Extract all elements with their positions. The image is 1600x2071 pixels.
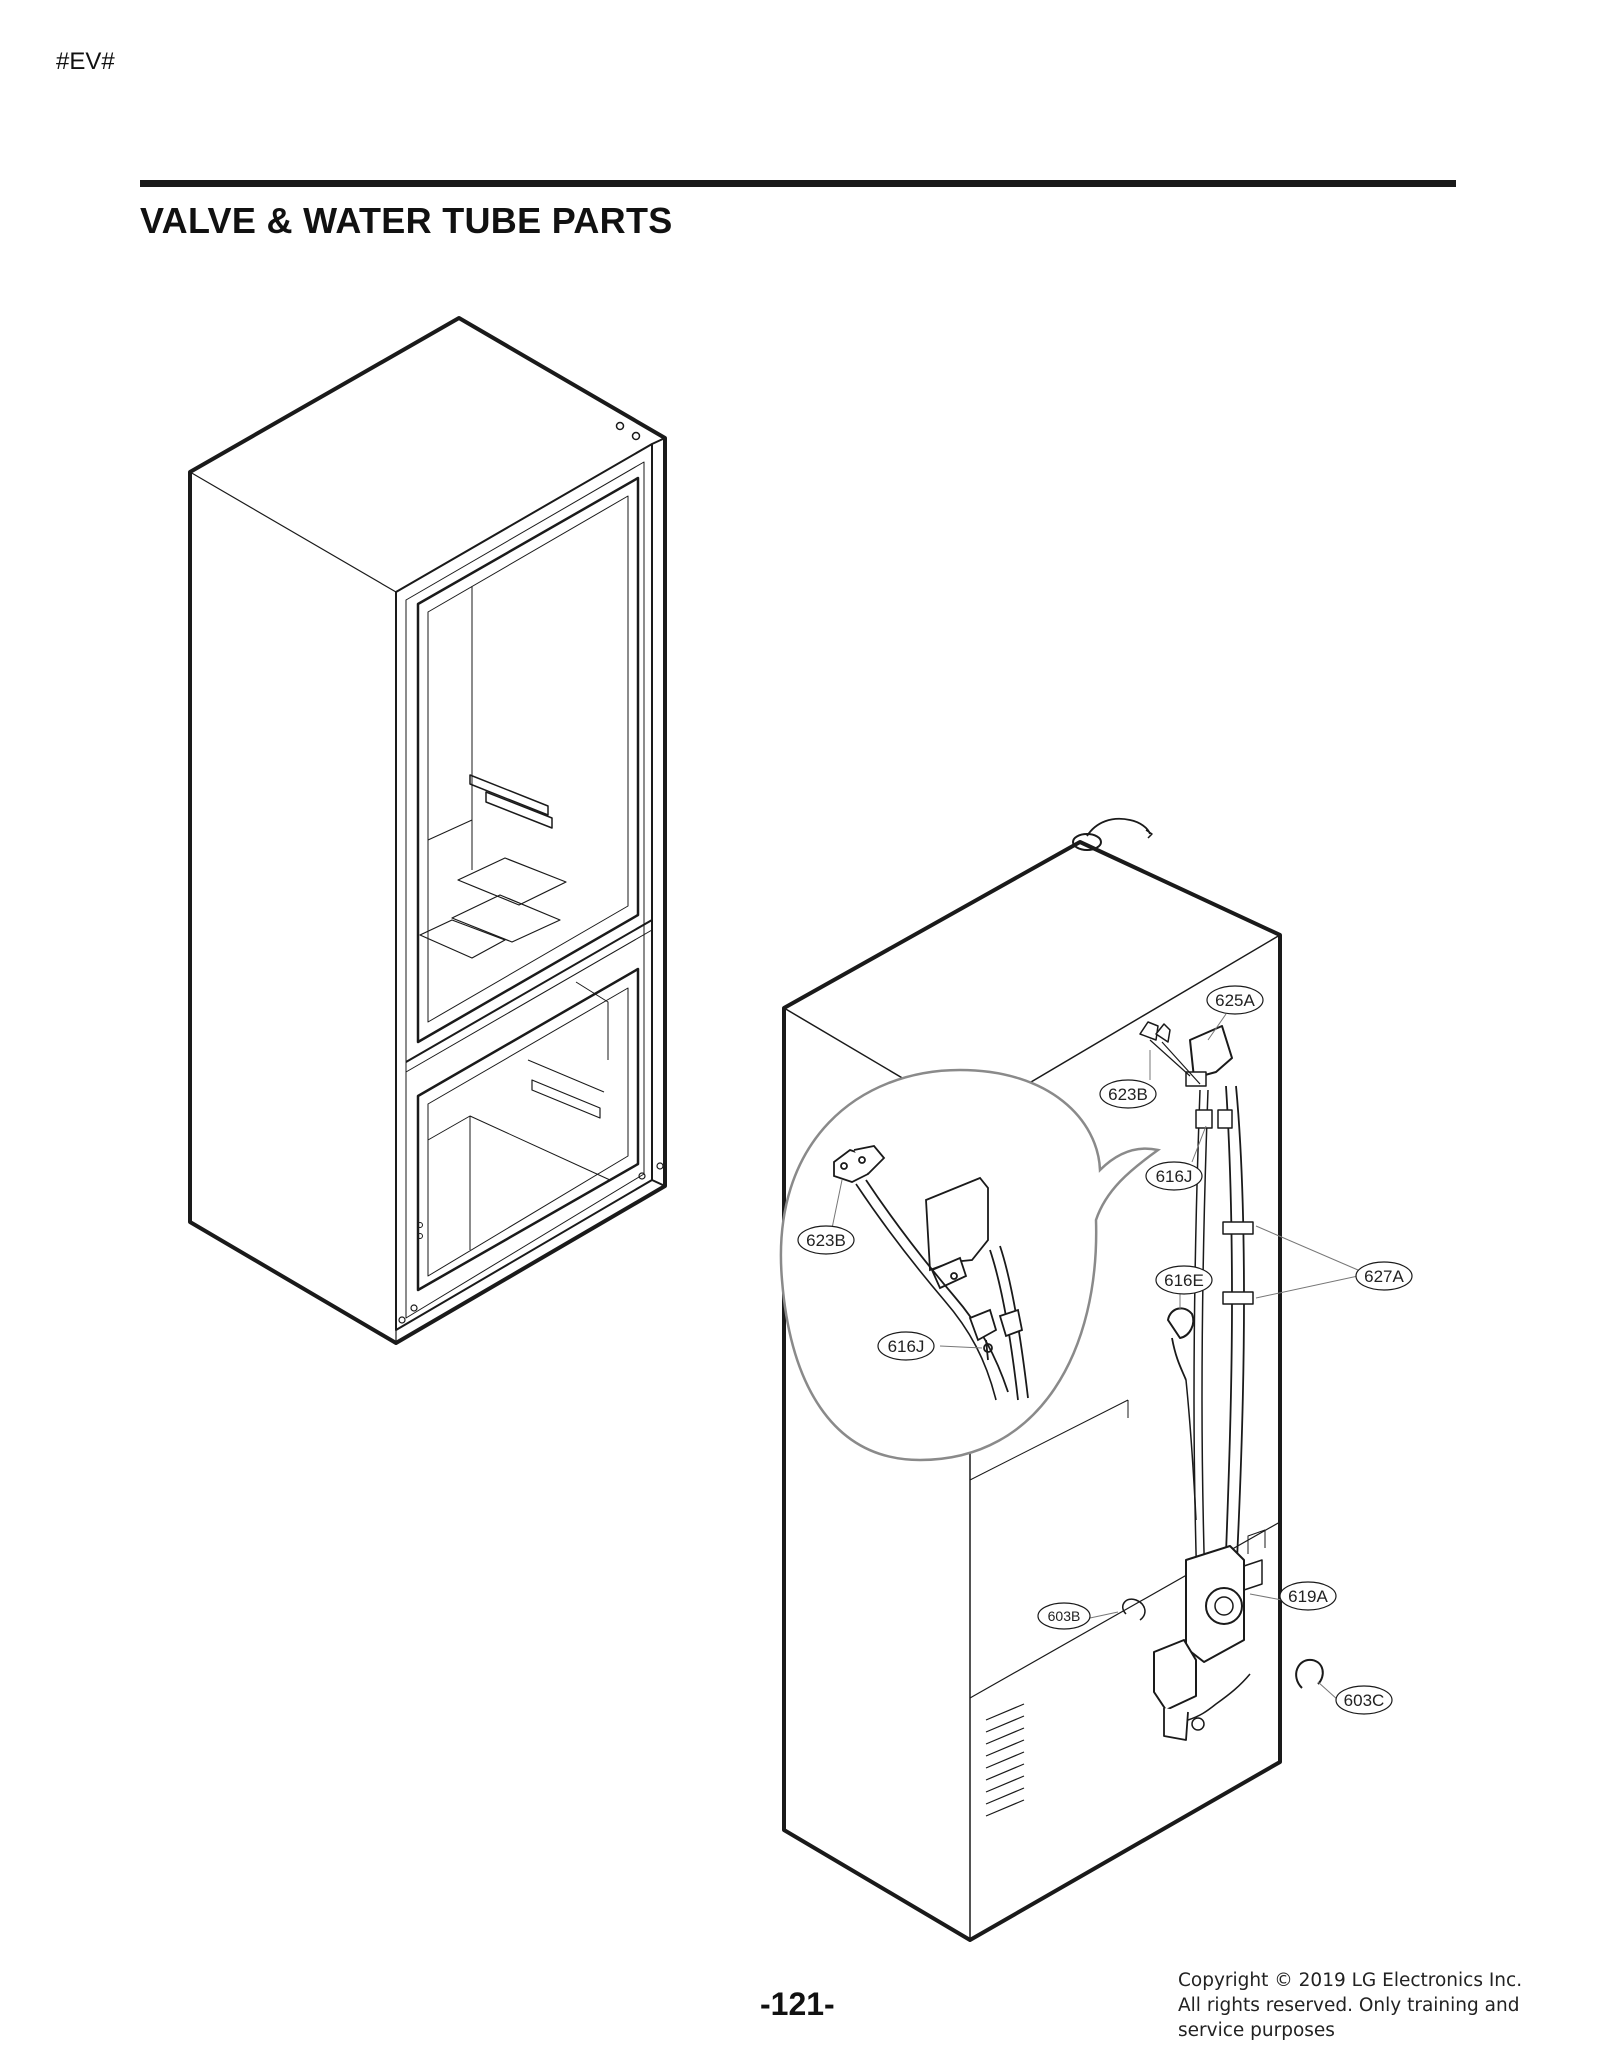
callout-616J: 616J [1145, 1161, 1203, 1191]
detail-zoom [779, 1068, 1162, 1462]
page-number: -121- [760, 1986, 835, 2022]
detail-callout-616J-label: 616J [888, 1337, 925, 1356]
callout-623B-label: 623B [1108, 1085, 1148, 1104]
callout-616E: 616E [1155, 1265, 1213, 1295]
copyright-notice: Copyright © 2019 LG Electronics Inc. All… [1178, 1970, 1523, 2041]
detail-callout-623B: 623B [797, 1225, 855, 1255]
callout-616J-label: 616J [1156, 1167, 1193, 1186]
callout-619A-label: 619A [1288, 1587, 1328, 1606]
page-title: VALVE & WATER TUBE PARTS [140, 200, 673, 241]
callout-625A: 625A [1206, 985, 1264, 1015]
callout-603C: 603C [1335, 1685, 1393, 1715]
title-rule [140, 180, 1456, 187]
callout-603B-label: 603B [1048, 1608, 1081, 1624]
callout-603C-label: 603C [1344, 1691, 1385, 1710]
callout-603B: 603B [1037, 1602, 1091, 1630]
callout-625A-label: 625A [1215, 991, 1255, 1010]
callout-619A: 619A [1279, 1581, 1337, 1611]
callout-627A: 627A [1355, 1261, 1413, 1291]
detail-callout-623B-label: 623B [806, 1231, 846, 1250]
cabinet-front-view [188, 316, 667, 1345]
callout-616E-label: 616E [1164, 1271, 1204, 1290]
document-code: #EV# [56, 48, 115, 75]
detail-callout-616J: 616J [877, 1331, 935, 1361]
callout-627A-label: 627A [1364, 1267, 1404, 1286]
callout-623B: 623B [1099, 1079, 1157, 1109]
